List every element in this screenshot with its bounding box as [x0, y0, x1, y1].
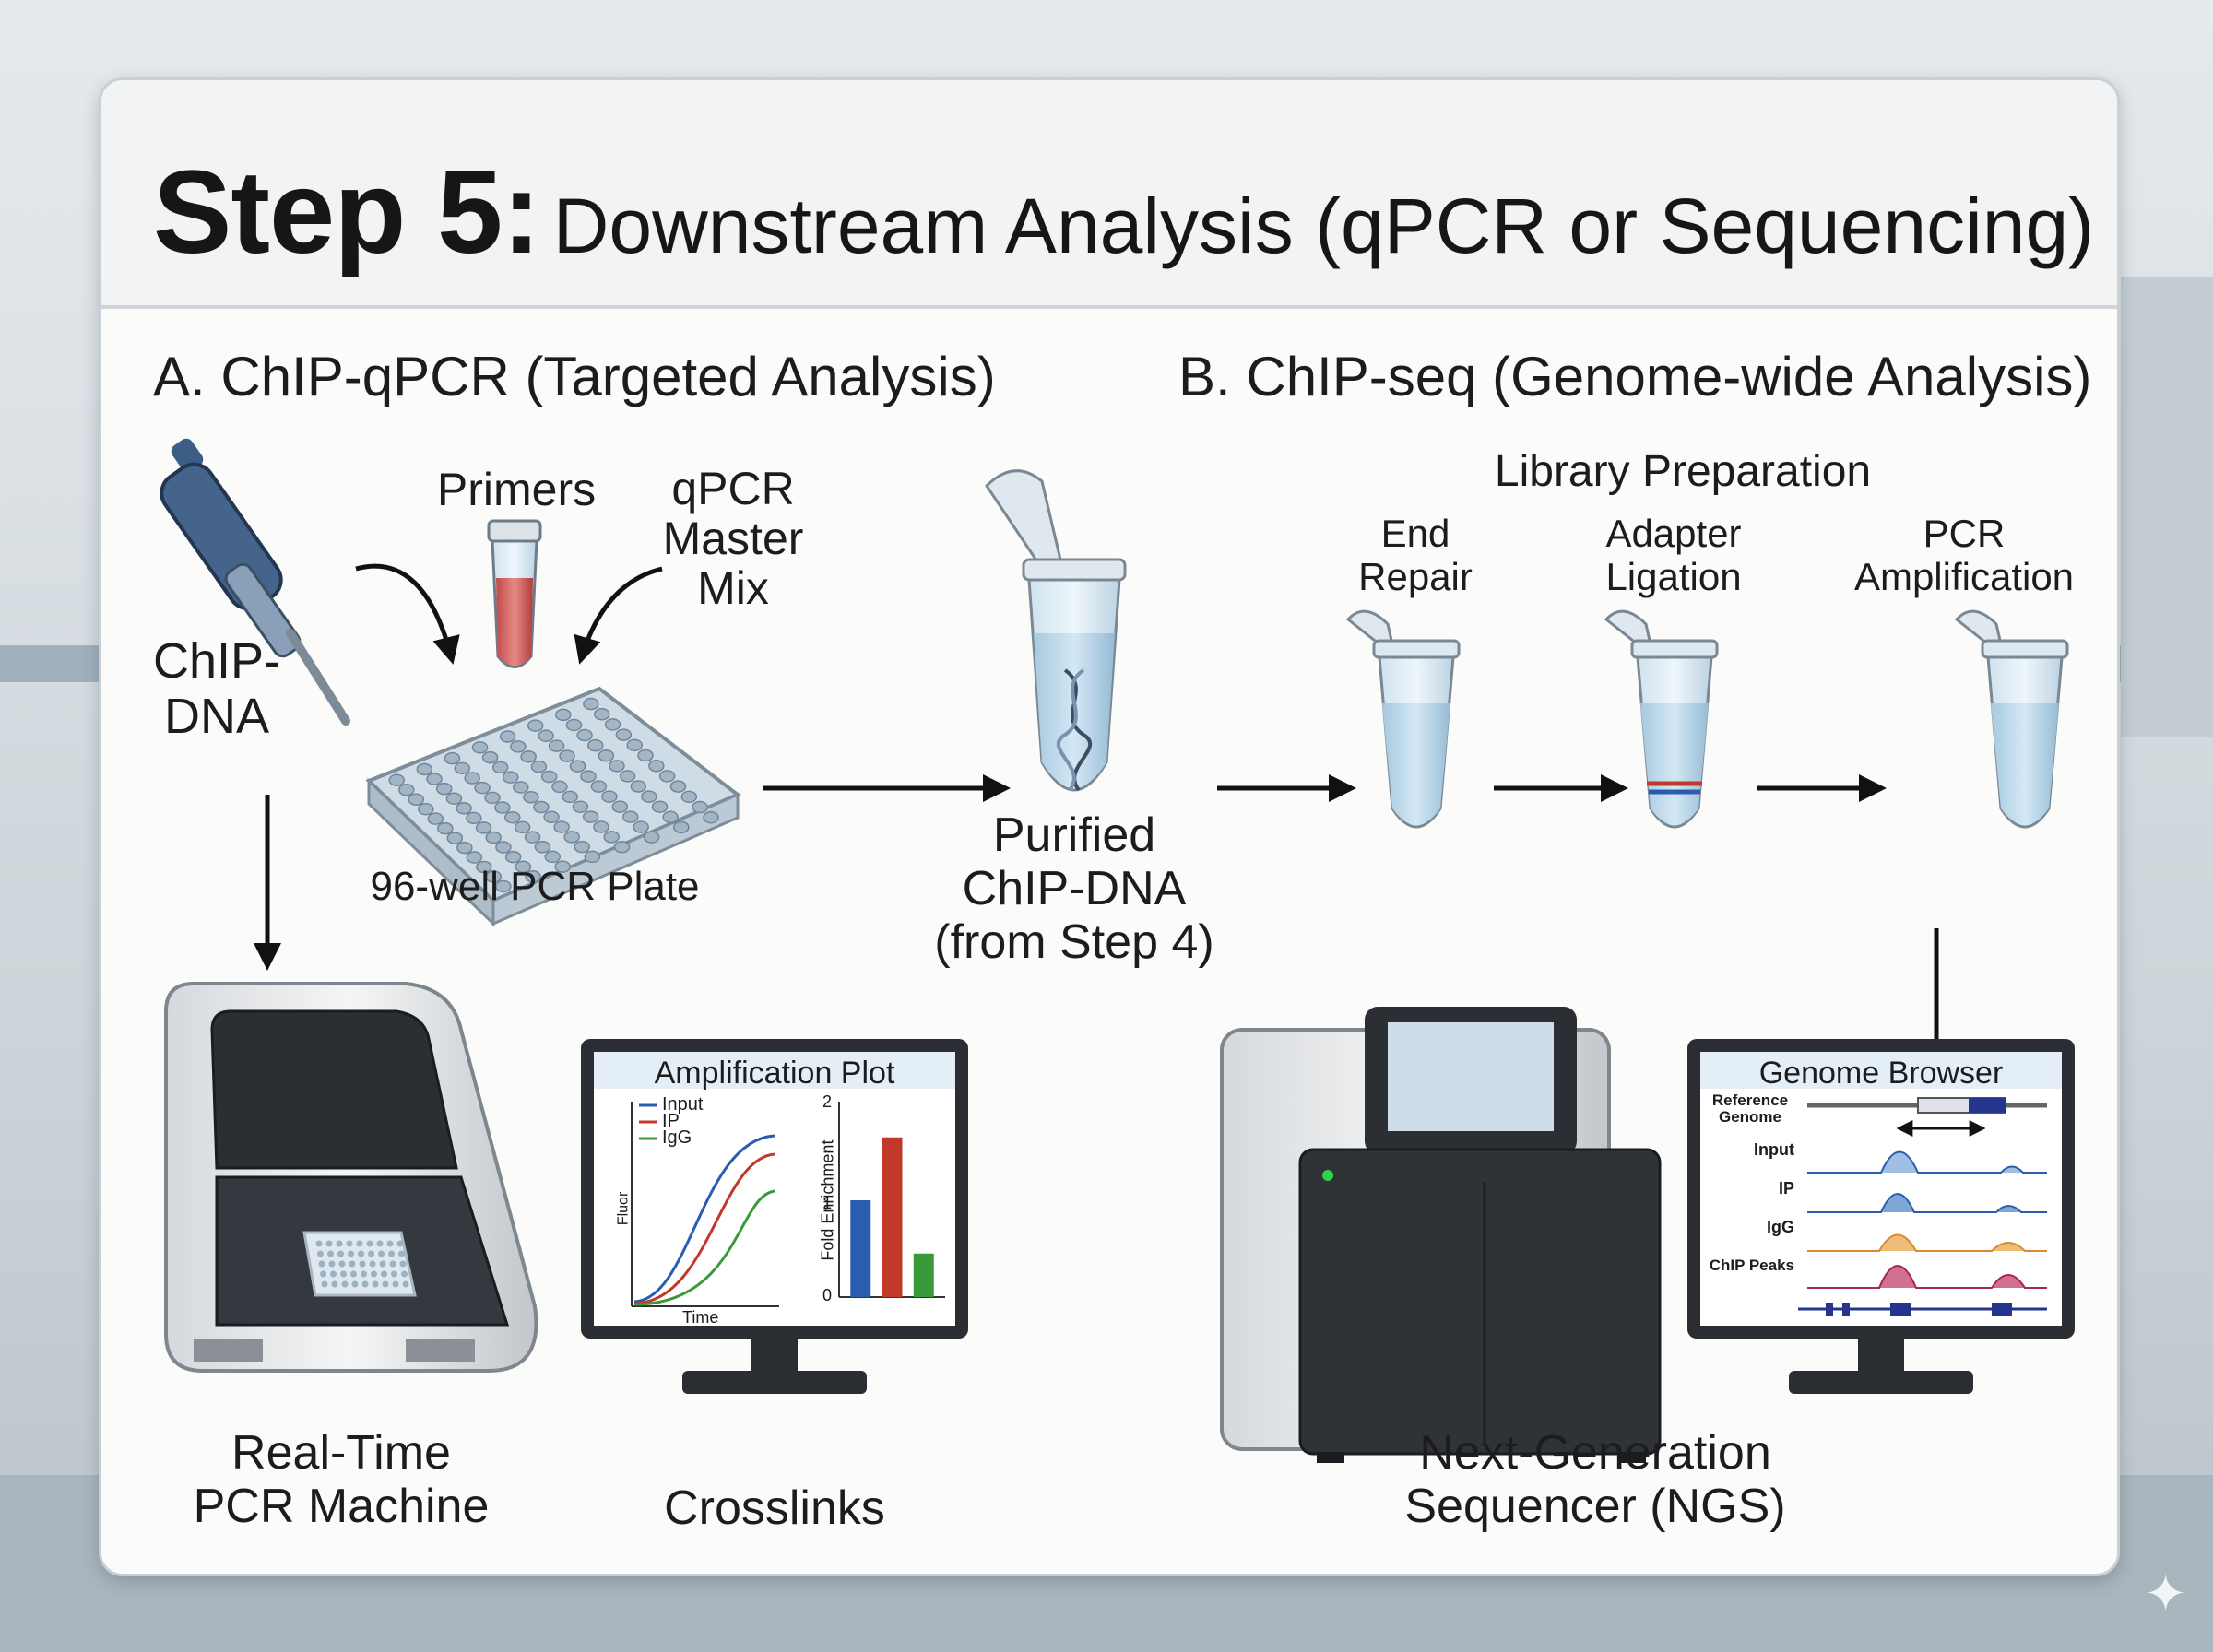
ngs-sequencer-icon: [1220, 1007, 1662, 1463]
genome-browser-title: Genome Browser: [1758, 1056, 2004, 1091]
bar-ip: [882, 1137, 903, 1297]
track-igg: IgG: [1767, 1218, 1794, 1236]
amplification-monitor: [581, 1039, 968, 1394]
track-reference: Reference Genome: [1711, 1092, 1789, 1126]
title-step: Step 5:: [153, 147, 541, 278]
amp-plot-title: Amplification Plot: [654, 1056, 895, 1091]
purified-dna-tube-icon: [985, 469, 1127, 792]
page-title: Step 5:Downstream Analysis (qPCR or Sequ…: [153, 145, 2094, 280]
legend-input: Input: [662, 1094, 704, 1115]
diagram-panel: Step 5:Downstream Analysis (qPCR or Sequ…: [99, 77, 2120, 1576]
amp-xlabel: Time: [682, 1308, 719, 1327]
amp-ylabel: Fluor: [615, 1191, 632, 1226]
pcr-amplification-tube-icon: [1954, 609, 2069, 829]
diagram-artwork: [160, 438, 2075, 1463]
title-band: Step 5:Downstream Analysis (qPCR or Sequ…: [101, 80, 2117, 309]
primers-label: Primers: [436, 464, 597, 515]
library-prep-label: Library Preparation: [1494, 447, 1872, 496]
realtime-pcr-machine-icon: [164, 982, 538, 1373]
end-repair-tube-icon: [1345, 609, 1461, 829]
track-input: Input: [1754, 1140, 1794, 1159]
section-b-heading: B. ChIP-seq (Genome-wide Analysis): [1178, 346, 2092, 407]
pipette-icon: [160, 438, 350, 726]
adapter-ligation-tube-icon: [1604, 609, 1719, 829]
track-chip-peaks: ChIP Peaks: [1709, 1257, 1794, 1274]
primers-tube-icon: [487, 519, 542, 668]
legend-igg: IgG: [662, 1127, 692, 1148]
pcr-plate-icon: [365, 686, 741, 927]
legend-ip: IP: [662, 1111, 680, 1131]
sparkle-icon: ✦: [2144, 1564, 2187, 1622]
chip-dna-label: ChIP-DNA: [152, 633, 281, 745]
monitor-caption: Crosslinks: [664, 1481, 885, 1535]
genome-browser-monitor: [1687, 1039, 2075, 1394]
bar-igg: [913, 1253, 934, 1297]
section-a-heading: A. ChIP-qPCR (Targeted Analysis): [153, 346, 996, 407]
tick-0: 0: [822, 1286, 833, 1304]
title-text: Downstream Analysis (qPCR or Sequencing): [552, 183, 2095, 269]
tick-2: 2: [822, 1092, 833, 1111]
primers-arrow: [355, 563, 460, 665]
tick-1: 1: [822, 1194, 833, 1212]
plate-label: 96-well PCR Plate: [370, 864, 700, 909]
bar-input: [850, 1200, 871, 1297]
track-ip: IP: [1778, 1179, 1794, 1198]
mastermix-arrow: [574, 566, 663, 665]
